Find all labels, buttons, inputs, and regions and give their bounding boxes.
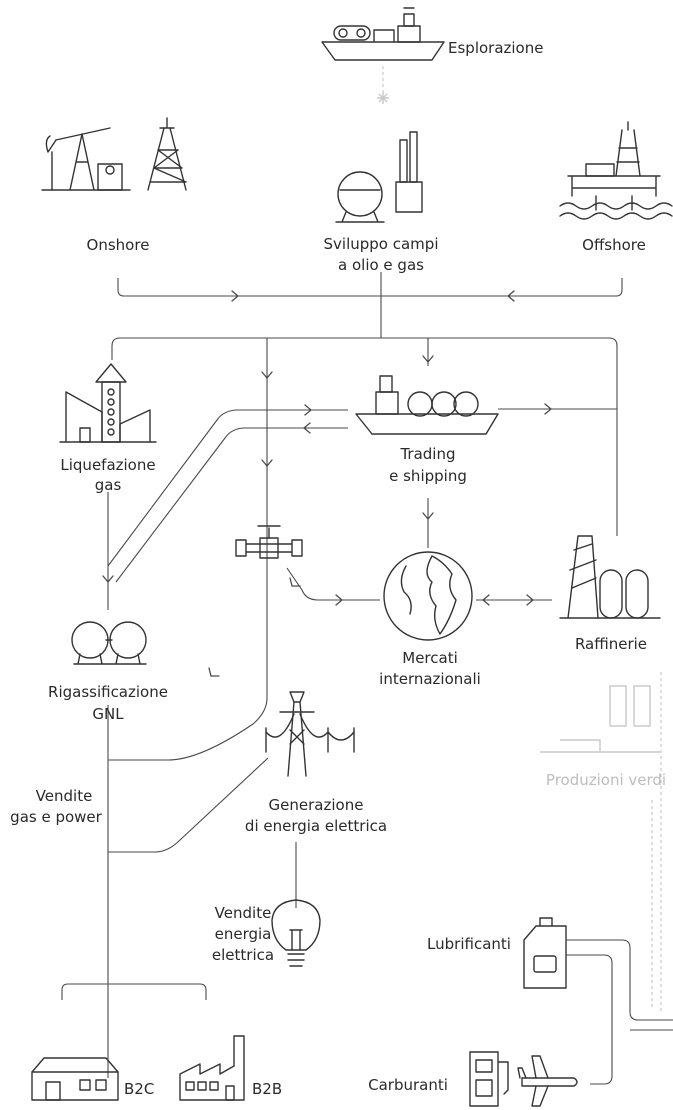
arrow-down-mercati (422, 512, 434, 521)
connector-lines (61, 66, 673, 1085)
label-trading-line2: e shipping (389, 467, 467, 485)
lubricant-canister-icon (523, 917, 567, 989)
arrow-down-pipe-2 (261, 459, 273, 468)
label-sviluppo-line1: Sviluppo campi (324, 235, 439, 253)
label-mercati-line2: internazionali (379, 670, 481, 688)
arrow-right-refinery-2 (526, 594, 535, 606)
arrow-down-trading (422, 355, 434, 364)
derrick-icon (147, 117, 187, 191)
offshore-platform-icon (559, 121, 673, 220)
drill-bit-icon (377, 92, 389, 104)
liquefaction-plant-icon (59, 363, 157, 443)
label-b2b: B2B (252, 1080, 282, 1098)
label-mercati-line1: Mercati (402, 649, 458, 667)
arrow-right-top (231, 290, 240, 302)
arrow-to-valve (289, 577, 301, 587)
lng-tanker-icon (355, 375, 499, 435)
house-icon (31, 1057, 119, 1101)
label-generazione-line1: Generazione (269, 796, 364, 814)
label-trading-line1: Trading (399, 445, 455, 463)
arrow-left-trading-b (302, 422, 311, 434)
label-vendite-gas-line2: gas e power (10, 808, 102, 826)
label-vendite-energia-line1: Vendite (215, 904, 272, 922)
fuel-pump-icon (469, 1051, 509, 1107)
arrow-right-refinery (544, 403, 553, 415)
gas-sphere-tank-icon (335, 131, 423, 223)
label-rigassificazione-line1: Rigassificazione (48, 683, 168, 701)
label-vendite-gas-line1: Vendite (36, 787, 93, 805)
label-carburanti: Carburanti (368, 1076, 448, 1094)
factory-icon (179, 1035, 245, 1101)
pumpjack-icon (41, 127, 131, 191)
globe-icon (383, 551, 473, 641)
label-vendite-energia-line3: elettrica (212, 946, 274, 964)
ship-icon (321, 7, 445, 61)
label-liquefazione-line2: gas (95, 476, 122, 494)
regasification-tanks-icon (71, 621, 147, 665)
arrow-left-mercati (481, 594, 490, 606)
arrow-left-top (506, 290, 515, 302)
label-onshore: Onshore (87, 236, 150, 254)
pipeline-valve-icon (235, 525, 303, 559)
flow-arrows (102, 290, 553, 677)
label-vendite-energia-line2: energia (215, 925, 272, 943)
arrow-down-vendite (208, 667, 220, 677)
label-produzioni-verdi: Produzioni verdi (546, 771, 666, 789)
biorefinery-icon (540, 685, 660, 753)
airplane-icon (517, 1055, 578, 1107)
label-liquefazione-line1: Liquefazione (60, 456, 155, 474)
label-generazione-line2: di energia elettrica (245, 817, 387, 835)
label-esplorazione: Esplorazione (448, 39, 543, 57)
label-offshore: Offshore (582, 236, 646, 254)
arrow-down-pipe (261, 371, 273, 380)
label-sviluppo-line2: a olio e gas (338, 256, 424, 274)
label-raffinerie: Raffinerie (575, 635, 647, 653)
lightbulb-icon (271, 899, 321, 967)
label-lubrificanti: Lubrificanti (427, 935, 511, 953)
power-pylon-icon (265, 691, 355, 777)
refinery-icon (559, 535, 661, 619)
label-b2c: B2C (124, 1080, 154, 1098)
labels: Esplorazione Onshore Sviluppo campi a ol… (10, 39, 666, 1098)
arrow-down-liq (102, 575, 114, 584)
arrow-right-trading-a (304, 404, 313, 416)
label-rigassificazione-line2: GNL (92, 705, 124, 723)
arrow-right-mercati (335, 594, 344, 606)
